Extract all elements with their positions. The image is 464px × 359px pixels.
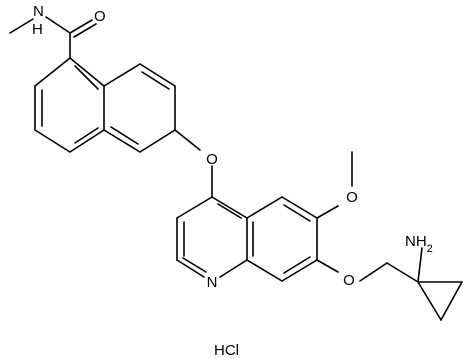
amine-label: NH: [405, 233, 427, 250]
carbonyl-oxygen-label: O: [94, 8, 106, 25]
amine-subscript: 2: [427, 243, 433, 255]
bond-lines: [9, 16, 463, 321]
side-chain-oxygen-label: O: [343, 272, 355, 289]
atom-labels: N H O O O O N NH2 HCl: [32, 3, 433, 359]
amide-hydrogen-label: H: [32, 21, 43, 38]
methoxy-oxygen-label: O: [346, 189, 358, 206]
quinoline-nitrogen-label: N: [207, 274, 218, 291]
ether-oxygen-label: O: [206, 151, 218, 168]
amine-group-label: NH2: [405, 233, 433, 255]
amide-nitrogen-label: N: [33, 3, 44, 20]
salt-label: HCl: [214, 342, 239, 359]
